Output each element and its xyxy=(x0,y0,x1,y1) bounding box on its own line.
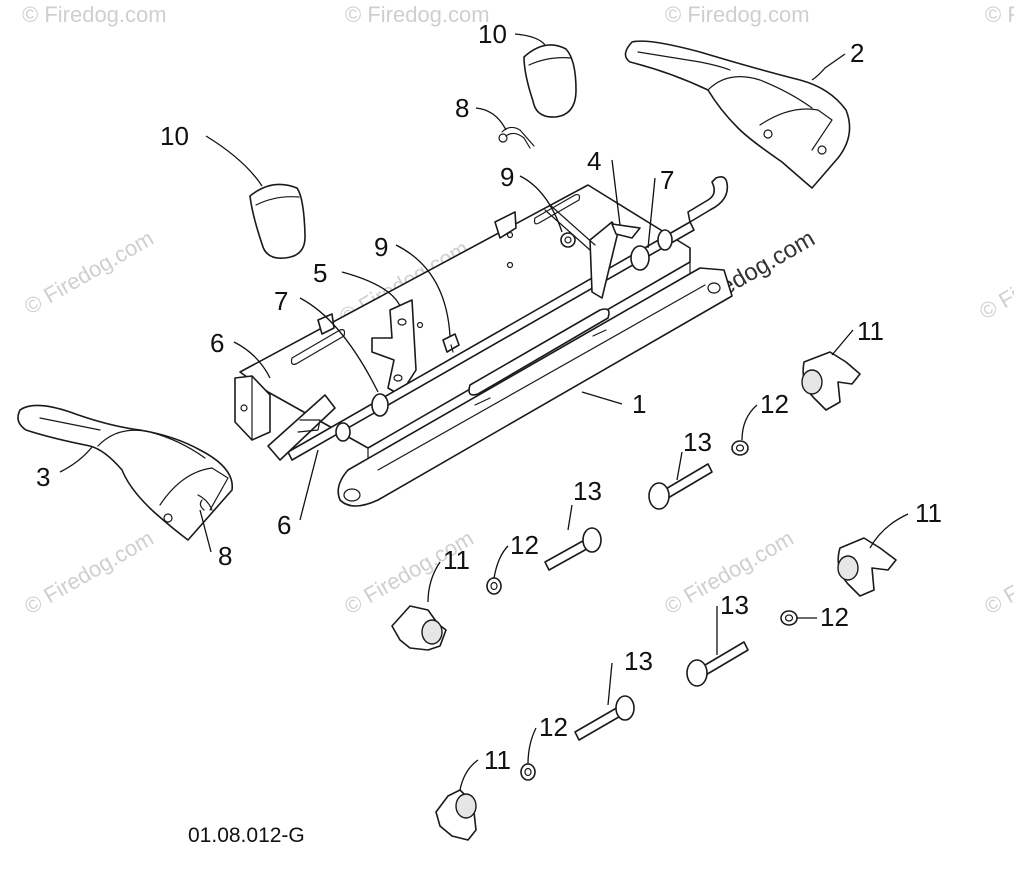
washer xyxy=(486,577,502,595)
drawing-code: 01.08.012-G xyxy=(188,824,305,847)
callout-8: 8 xyxy=(455,93,469,123)
carriage-bolt xyxy=(648,463,713,510)
callout-12: 12 xyxy=(510,530,539,560)
callout-6: 6 xyxy=(277,510,291,540)
callout-8: 8 xyxy=(218,541,232,571)
callout-9: 9 xyxy=(374,232,388,262)
main-bracket xyxy=(234,184,733,507)
watermark-text: © Firedog.com xyxy=(20,525,158,619)
callout-10: 10 xyxy=(478,19,507,49)
star-knob xyxy=(837,537,897,597)
callout-6: 6 xyxy=(210,328,224,358)
callout-11: 11 xyxy=(484,745,511,775)
callout-13: 13 xyxy=(683,427,712,457)
watermark-text: © Firedog.com xyxy=(22,2,167,27)
hairpin-clip xyxy=(498,126,535,149)
star-knob xyxy=(435,789,477,841)
callout-10: 10 xyxy=(160,121,189,151)
callout-1: 1 xyxy=(632,389,646,419)
carriage-bolt xyxy=(544,527,602,571)
star-knob xyxy=(801,351,861,411)
watermark-text: © Firedog.com xyxy=(665,2,810,27)
callout-9: 9 xyxy=(500,162,514,192)
watermark-text: © Firedog.com xyxy=(20,225,158,319)
carriage-bolt xyxy=(686,641,749,687)
washer xyxy=(520,763,536,781)
callout-2: 2 xyxy=(850,38,864,68)
watermark-text: © Firedog.com xyxy=(980,525,1014,619)
grip-knob xyxy=(523,44,577,118)
callouts: 1 2 3 4 5 6 6 7 7 8 8 9 9 10 10 11 11 11… xyxy=(36,19,942,775)
left-lever-handle xyxy=(17,404,233,541)
grip-knob xyxy=(249,183,306,260)
linkage-assembly xyxy=(267,176,729,461)
watermark-text: © Firedog.com xyxy=(985,2,1014,27)
callout-11: 11 xyxy=(857,316,884,346)
callout-13: 13 xyxy=(573,476,602,506)
watermark-text: © Firedog.com xyxy=(975,230,1014,324)
star-knob xyxy=(391,605,447,651)
washer xyxy=(780,610,798,626)
callout-4: 4 xyxy=(587,146,601,176)
callout-13: 13 xyxy=(720,590,749,620)
leader-lines xyxy=(59,33,909,791)
callout-3: 3 xyxy=(36,462,50,492)
callout-12: 12 xyxy=(820,602,849,632)
callout-5: 5 xyxy=(313,258,327,288)
right-lever-handle xyxy=(624,40,851,189)
callout-7: 7 xyxy=(660,165,674,195)
callout-11: 11 xyxy=(443,545,470,575)
callout-12: 12 xyxy=(539,712,568,742)
callout-11: 11 xyxy=(915,498,942,528)
callout-7: 7 xyxy=(274,286,288,316)
callout-13: 13 xyxy=(624,646,653,676)
watermark-text: © Firedog.com xyxy=(345,2,490,27)
callout-12: 12 xyxy=(760,389,789,419)
carriage-bolt xyxy=(574,695,635,741)
washer xyxy=(731,440,749,456)
